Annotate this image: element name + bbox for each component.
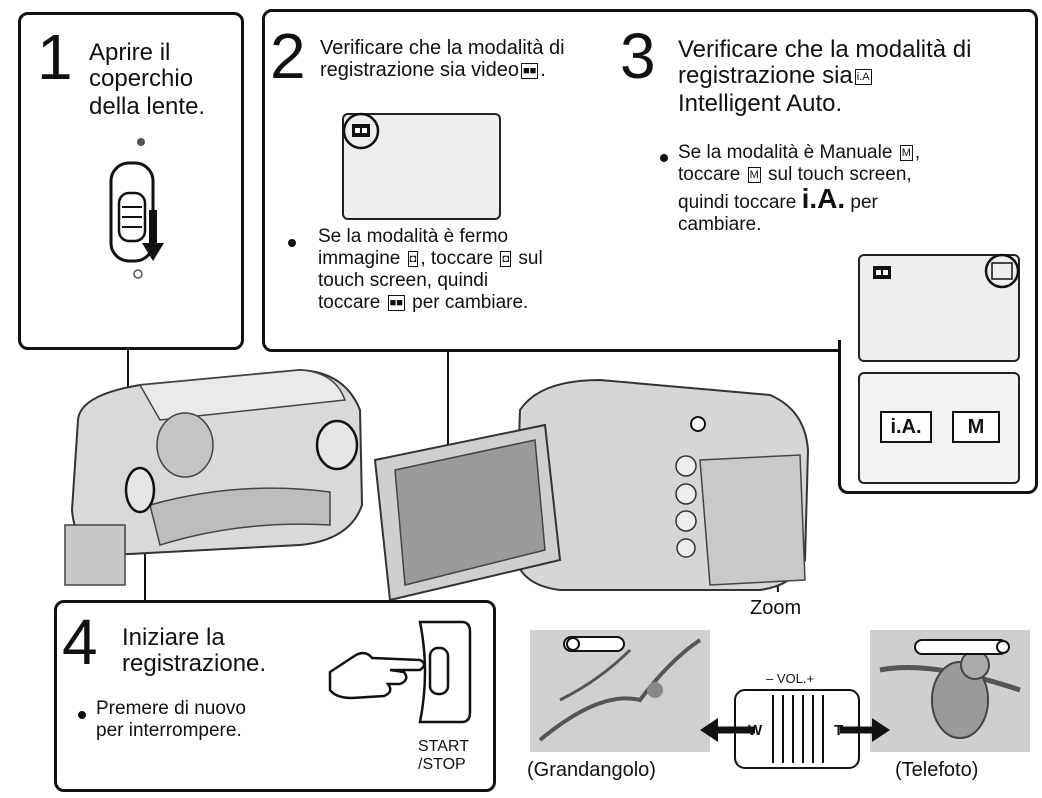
step2-bullet-line1: Se la modalità è fermo <box>318 226 509 247</box>
manual-mode-icon-2: M <box>747 166 761 183</box>
start-stop-label-line2: /STOP <box>418 756 466 773</box>
step2-bullet-l4a: toccare <box>318 292 381 313</box>
step3-bullet-l2a: toccare <box>678 164 741 185</box>
step3-number: 3 <box>620 20 656 92</box>
step1-panel: 1 Aprire il coperchio della lente. <box>18 12 244 350</box>
step2-bullet <box>288 239 296 247</box>
step3-bullet-line4: cambiare. <box>678 214 762 235</box>
step1-number: 1 <box>37 21 73 93</box>
ia-mode-icon: i.A <box>854 68 872 85</box>
step4-number: 4 <box>62 606 98 678</box>
step3-bullet-l3a: quindi toccare <box>678 192 797 213</box>
start-stop-label-line1: START <box>418 738 469 755</box>
step2-bullet-l2c: sul <box>518 248 543 269</box>
video-mode-icon: ■■ <box>521 62 539 79</box>
ia-mode-button[interactable]: i.A. <box>880 411 932 443</box>
camcorder-right-illustration <box>373 378 810 602</box>
step3-bullet-line2: toccare M sul touch screen, <box>678 164 912 185</box>
step2-number: 2 <box>270 20 306 92</box>
step2-title-line1: Verificare che la modalità di <box>320 37 565 59</box>
wide-angle-caption: (Grandangolo) <box>527 759 656 781</box>
telephoto-caption: (Telefoto) <box>895 759 979 781</box>
zoom-w-label: W <box>748 722 763 739</box>
step3-title-line1: Verificare che la modalità di <box>678 36 972 63</box>
wide-angle-picture <box>530 630 710 752</box>
step3-title-line3: Intelligent Auto. <box>678 90 843 117</box>
step3-bullet-l1: Se la modalità è Manuale <box>678 142 893 163</box>
step2-bullet-l2b: , toccare <box>420 248 494 269</box>
step2-title-text: registrazione sia video <box>320 59 519 81</box>
step3-title-text: registrazione sia <box>678 62 853 89</box>
step3-bullet-l2b: sul touch screen, <box>768 164 912 185</box>
step3-bullet-line3: quindi toccare i.A. per <box>678 185 878 214</box>
step2-bullet-line4: toccare ■■ per cambiare. <box>318 292 528 313</box>
step4-text-line1: Iniziare la <box>122 624 225 651</box>
zoom-t-label: T <box>834 722 844 739</box>
step4-bullet-line1: Premere di nuovo <box>96 698 246 719</box>
telephoto-picture <box>870 630 1030 752</box>
step2-bullet-line3: touch screen, quindi <box>318 270 489 291</box>
step2-bullet-line2: immagine ◘, toccare ◘ sul <box>318 248 543 269</box>
manual-mode-button[interactable]: M <box>952 411 1000 443</box>
ia-big-label: i.A. <box>801 183 846 214</box>
step3-bullet-line1: Se la modalità è Manuale M, <box>678 142 921 163</box>
step4-bullet <box>78 711 86 719</box>
lens-cover-switch-icon <box>109 138 164 279</box>
video-mode-icon-2: ■■ <box>387 294 405 311</box>
step2-bullet-l2a: immagine <box>318 248 401 269</box>
step3-bullet-l3b: per <box>850 192 878 213</box>
step3-bullet <box>660 154 668 162</box>
photo-mode-icon: ◘ <box>407 250 419 267</box>
step1-text-line1: Aprire il <box>89 39 171 66</box>
step4-bullet-line2: per interrompere. <box>96 720 242 741</box>
zoom-vol-label: – VOL.+ <box>766 671 815 686</box>
step4-text-line2: registrazione. <box>122 650 267 677</box>
photo-mode-icon-2: ◘ <box>500 250 512 267</box>
step2-title-line2: registrazione sia video■■. <box>320 59 546 81</box>
step1-text-line3: della lente. <box>89 93 206 120</box>
step2-bullet-l4b: per cambiare. <box>412 292 529 313</box>
zoom-lever-illustration <box>700 689 890 769</box>
zoom-label: Zoom <box>750 597 802 619</box>
camcorder-left-illustration <box>64 368 364 586</box>
step1-text-line2: coperchio <box>89 65 194 92</box>
manual-mode-icon: M <box>899 144 913 161</box>
